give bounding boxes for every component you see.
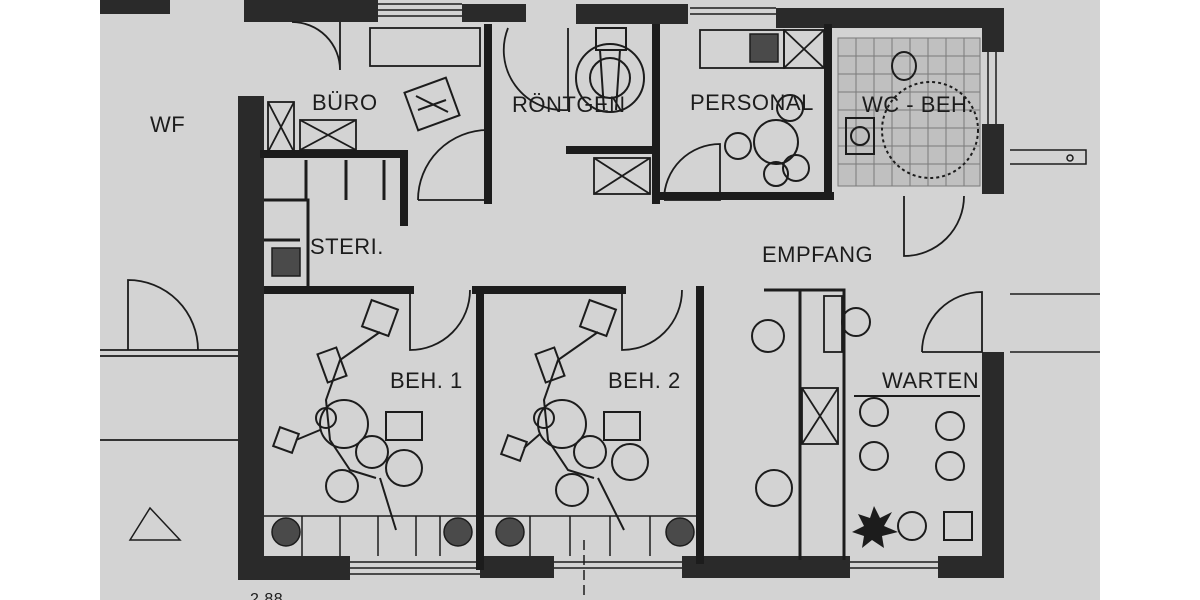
potted-plant <box>852 506 898 548</box>
room-label-roentgen: RÖNTGEN <box>512 92 626 117</box>
wc-floor-tiles <box>837 37 981 187</box>
dental-chair-1 <box>271 298 423 531</box>
room-label-wf: WF <box>150 112 185 137</box>
dental-chair-2 <box>499 298 649 531</box>
office-chair <box>403 76 461 132</box>
left-margin <box>0 0 100 600</box>
reception-furniture <box>751 307 871 507</box>
sinks <box>271 33 779 547</box>
windows <box>350 3 997 575</box>
waiting-chairs <box>854 395 980 541</box>
room-label-empfang: EMPFANG <box>762 242 873 267</box>
wf-area-lines <box>128 149 1100 541</box>
treatment-counters <box>264 515 700 556</box>
room-label-buero: BÜRO <box>312 90 378 115</box>
room-label-wc: WC - BEH. <box>862 92 974 117</box>
room-label-warten: WARTEN <box>882 368 979 393</box>
room-label-beh2: BEH. 2 <box>608 368 681 393</box>
dimension-text: 2,88 <box>250 591 283 600</box>
staff-table-set <box>724 94 810 187</box>
room-label-beh1: BEH. 1 <box>390 368 463 393</box>
wc-fixtures <box>845 51 979 179</box>
door-swings <box>100 21 983 441</box>
outer-walls <box>100 0 1004 580</box>
right-margin <box>1100 0 1200 600</box>
room-label-personal: PERSONAL <box>690 90 814 115</box>
thin-walls <box>264 160 846 560</box>
xray-unit <box>575 27 645 113</box>
room-label-steri: STERI. <box>310 234 384 259</box>
